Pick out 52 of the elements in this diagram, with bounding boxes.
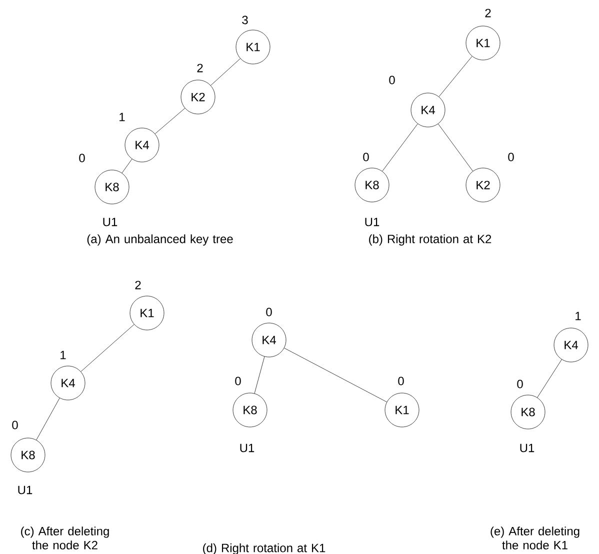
balance-number: 0 xyxy=(363,152,369,162)
balance-number: 0 xyxy=(12,420,18,430)
tree-node: K4 xyxy=(410,92,446,128)
tree-node: K1 xyxy=(384,392,420,428)
balance-number: 2 xyxy=(197,64,203,72)
tree-node: K1 xyxy=(466,26,500,60)
tree-node: K8 xyxy=(510,394,546,430)
pointer-label: U1 xyxy=(240,444,254,452)
pointer-label: U1 xyxy=(365,218,380,226)
caption: (a) An unbalanced key tree xyxy=(87,234,233,246)
balance-number: 0 xyxy=(398,376,404,386)
balance-number: 3 xyxy=(242,16,248,24)
tree-node: K2 xyxy=(466,168,500,202)
tree-edge xyxy=(537,359,562,398)
balance-number: 0 xyxy=(235,376,241,386)
tree-node: K8 xyxy=(94,170,130,204)
tree-node: K4 xyxy=(124,128,160,162)
tree-node: K4 xyxy=(554,328,588,362)
balance-number: 1 xyxy=(60,350,66,360)
tree-edge xyxy=(284,348,387,402)
balance-number: 0 xyxy=(517,380,523,388)
pointer-label: U1 xyxy=(103,218,118,226)
caption: (e) After deleting the node K1 xyxy=(490,526,580,550)
caption: (b) Right rotation at K2 xyxy=(369,234,492,246)
tree-edge xyxy=(80,324,134,372)
balance-number: 1 xyxy=(120,112,125,122)
tree-edge xyxy=(154,108,186,134)
balance-number: 1 xyxy=(576,312,581,320)
tree-node: K2 xyxy=(180,80,216,114)
balance-number: 2 xyxy=(485,8,491,18)
tree-node: K4 xyxy=(50,366,86,400)
balance-number: 0 xyxy=(389,76,395,84)
balance-number: 0 xyxy=(508,152,514,162)
balance-number: 2 xyxy=(135,280,141,290)
tree-edge xyxy=(382,124,418,172)
tree-edge xyxy=(36,398,60,440)
balance-number: 0 xyxy=(266,308,272,316)
tree-edge xyxy=(438,56,472,97)
tree-edge xyxy=(210,58,240,86)
tree-node: K8 xyxy=(232,392,268,428)
pointer-label: U1 xyxy=(18,486,32,494)
tree-node: K4 xyxy=(252,322,286,358)
tree-edge xyxy=(122,158,132,174)
balance-number: 0 xyxy=(79,154,85,162)
tree-node: K8 xyxy=(10,438,46,472)
tree-edge xyxy=(438,124,474,172)
tree-node: K1 xyxy=(130,296,164,330)
tree-edge xyxy=(254,356,265,394)
tree-node: K1 xyxy=(236,30,270,64)
pointer-label: U1 xyxy=(520,444,534,452)
caption: (c) After deleting the node K2 xyxy=(21,526,109,550)
tree-node: K8 xyxy=(354,168,390,202)
